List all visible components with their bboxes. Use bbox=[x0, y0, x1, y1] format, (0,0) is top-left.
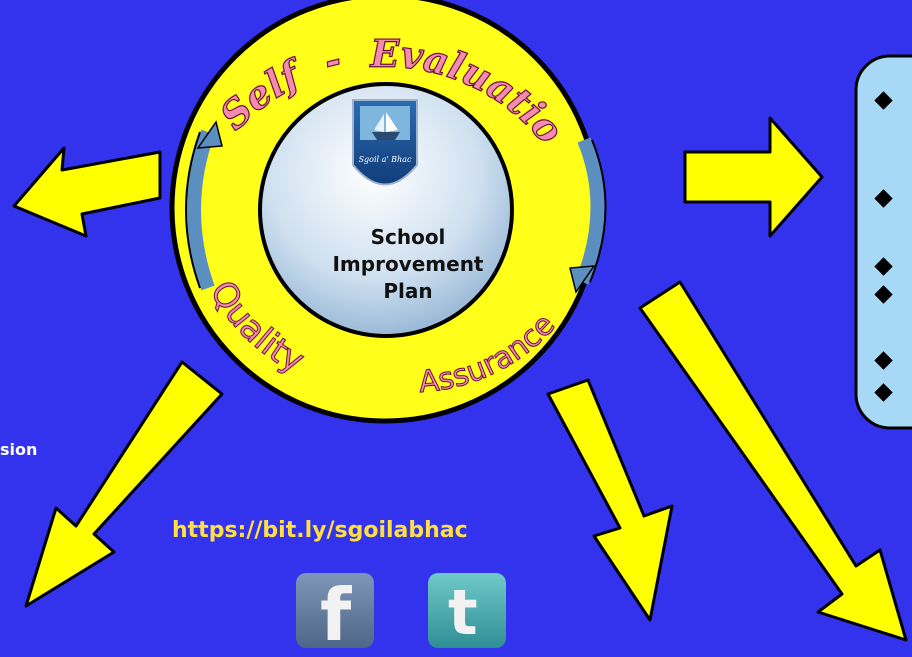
arrow-bottom-right bbox=[638, 280, 908, 642]
crest-icon: Sgoil a' Bhac bbox=[352, 99, 418, 186]
facebook-icon[interactable]: f bbox=[296, 573, 374, 651]
url-link[interactable]: https://bit.ly/sgoilabhac bbox=[172, 518, 468, 543]
arrow-bottom-left bbox=[24, 360, 224, 608]
center-title: School Improvement Plan bbox=[318, 224, 498, 305]
rotate-left-icon bbox=[185, 120, 223, 291]
center-title-line: Plan bbox=[383, 279, 433, 303]
center-title-line: Improvement bbox=[332, 252, 484, 276]
crest-text: Sgoil a' Bhac bbox=[359, 155, 412, 164]
center-title-line: School bbox=[370, 225, 446, 249]
arrow-right bbox=[683, 116, 824, 238]
rotate-right-icon bbox=[569, 137, 607, 294]
center-disc bbox=[258, 82, 514, 338]
partial-left-text: sion bbox=[0, 440, 38, 459]
twitter-icon[interactable]: t bbox=[428, 573, 506, 648]
arrow-bottom-center bbox=[546, 378, 674, 622]
arrow-left bbox=[12, 146, 162, 238]
info-panel bbox=[854, 54, 912, 430]
